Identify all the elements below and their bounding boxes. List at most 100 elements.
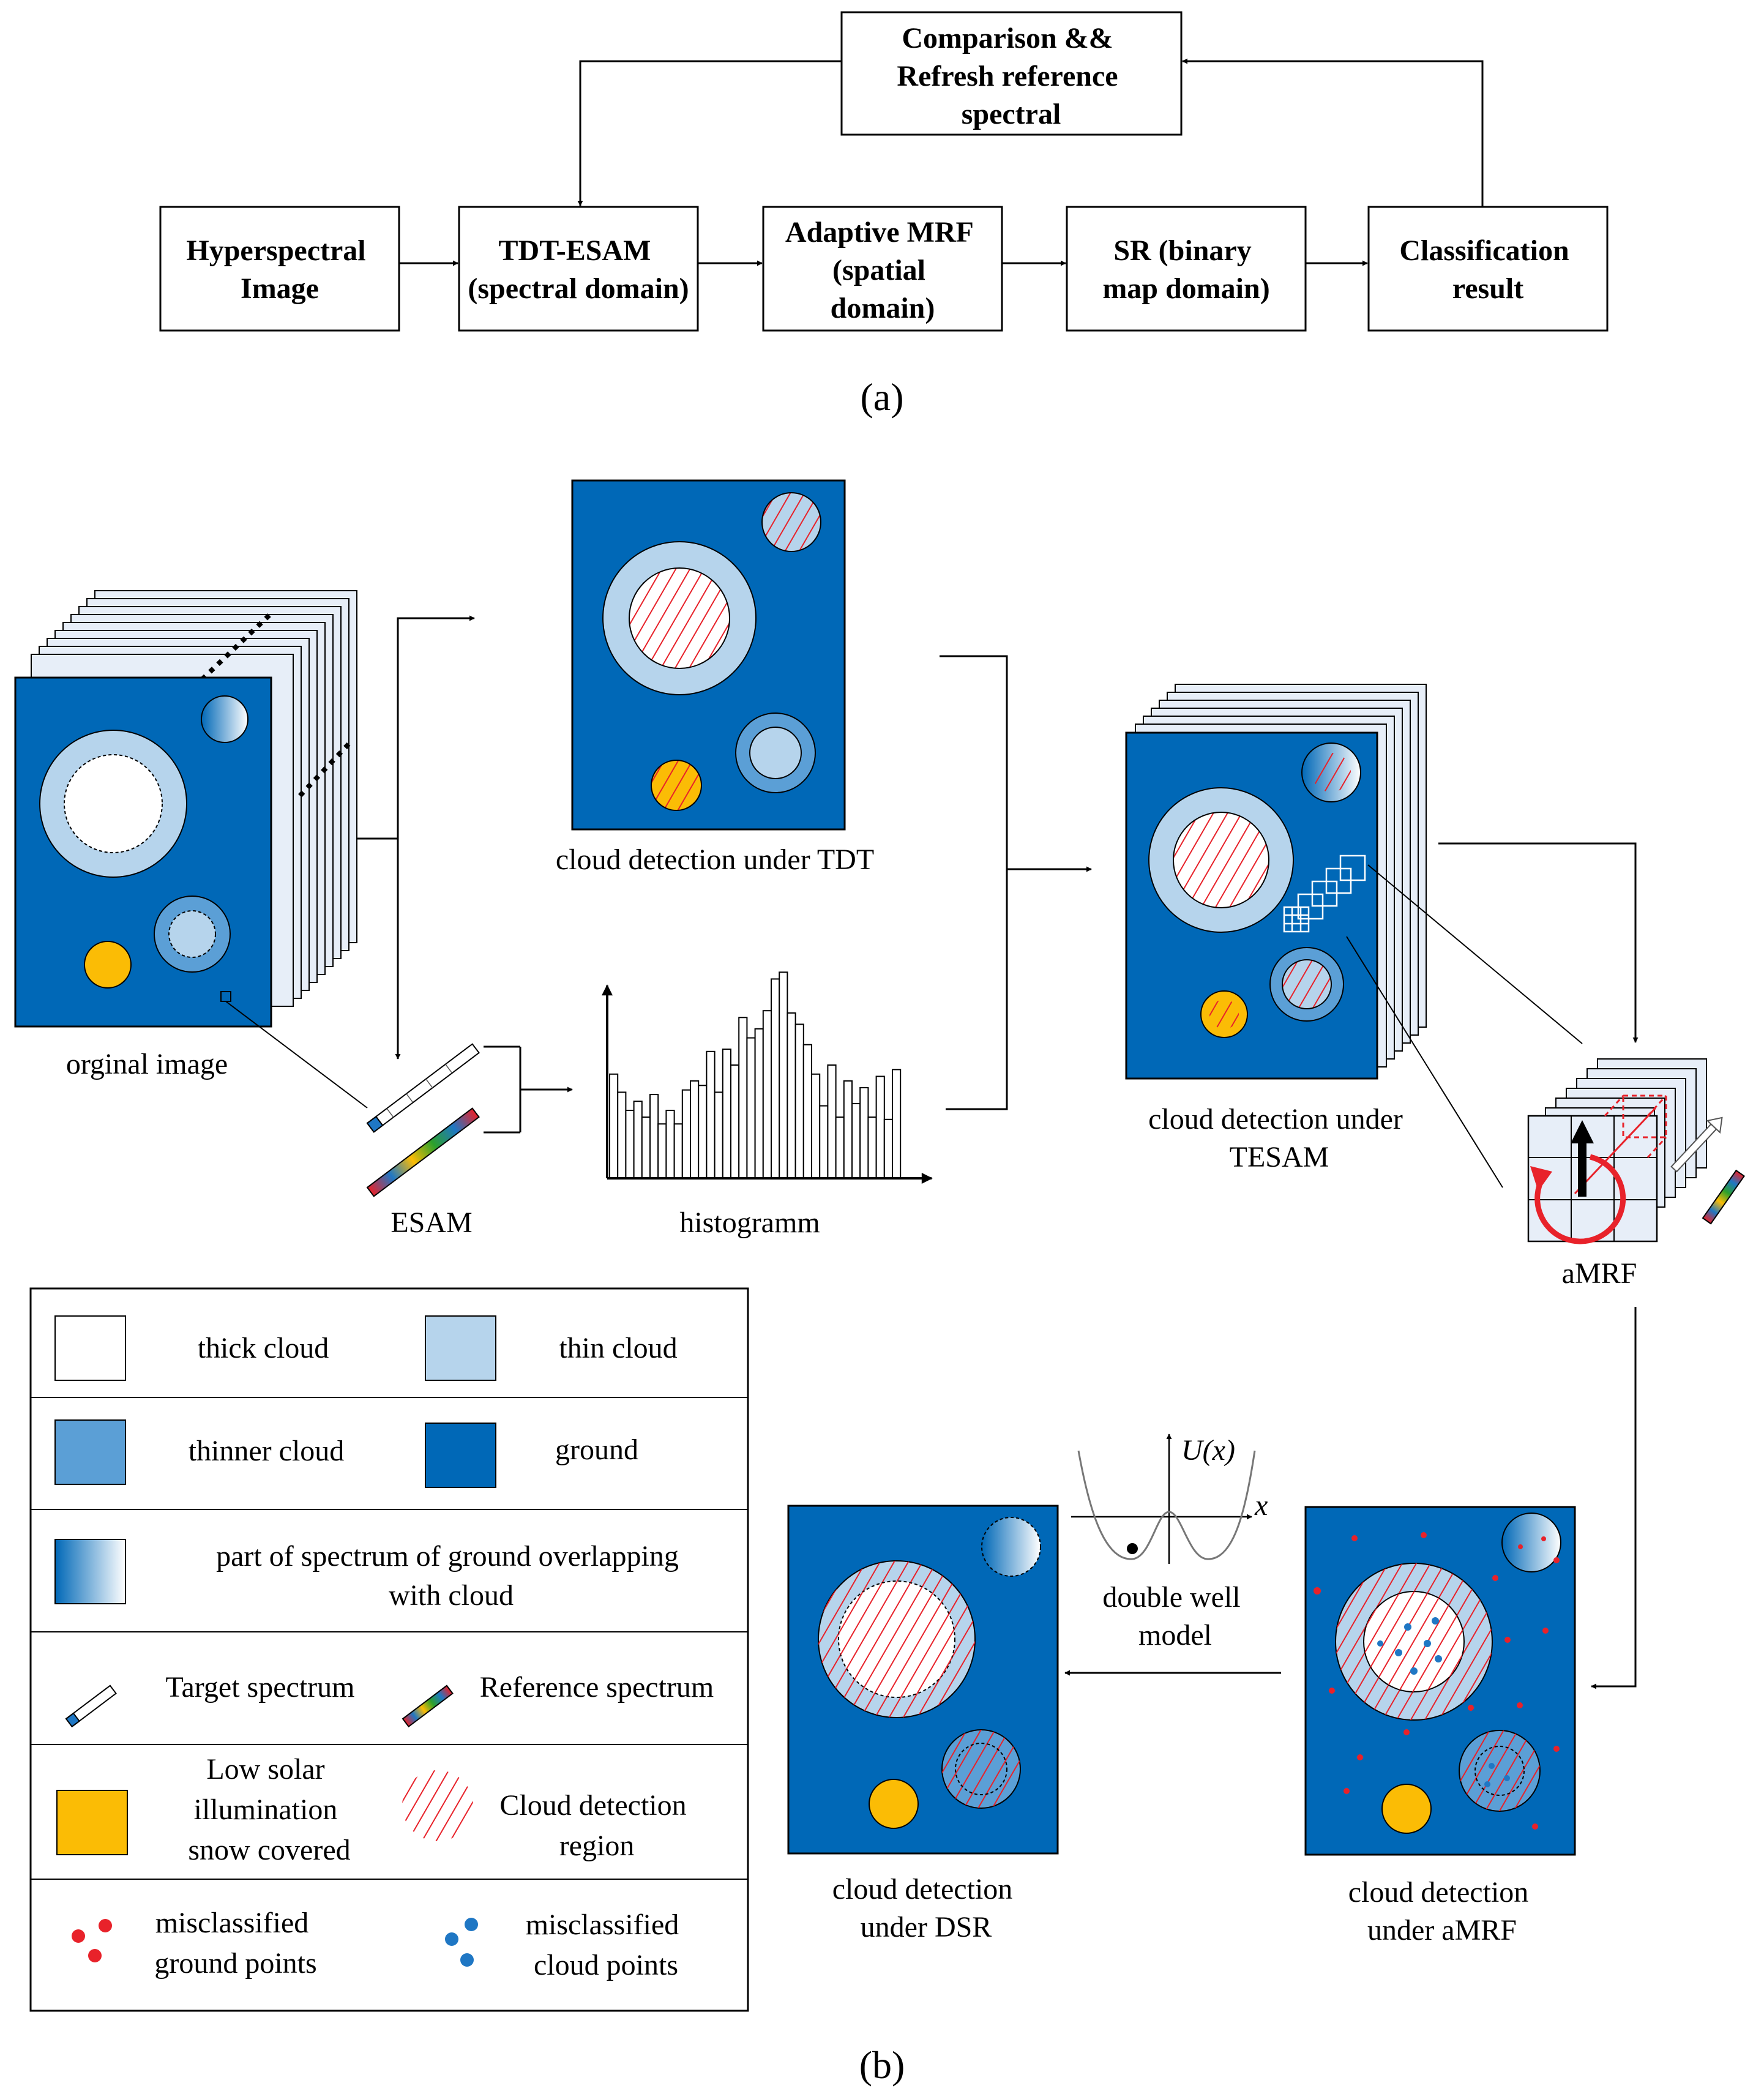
svg-text:Reference spectrum: Reference spectrum xyxy=(480,1671,714,1703)
histogram-bar xyxy=(649,1094,659,1179)
histogram-bar xyxy=(819,1105,829,1179)
panel-b: orginal image cloud detection under TDT xyxy=(14,479,1745,2087)
double-well-plot: U(x) x xyxy=(1071,1434,1268,1564)
histogram-bar xyxy=(843,1080,853,1180)
svg-text:SR (binary map domain): SR (binary map domain) xyxy=(1102,234,1269,305)
histogram-bar xyxy=(867,1116,877,1179)
merge-arrows xyxy=(940,655,1092,1110)
double-well-curve xyxy=(1077,1450,1256,1560)
histogram-bar xyxy=(617,1091,627,1180)
esam-label: ESAM xyxy=(391,1206,472,1239)
histogram-bar xyxy=(698,1085,708,1180)
step-hyperspectral: Hyperspectral Image xyxy=(159,206,400,332)
histogram-bar xyxy=(802,1044,813,1179)
legend-thick-cloud: thick cloud xyxy=(54,1315,329,1381)
histogram-bar xyxy=(851,1102,861,1180)
legend-thinner-cloud: thinner cloud xyxy=(54,1419,345,1485)
svg-text:thinner cloud: thinner cloud xyxy=(189,1435,345,1467)
svg-text:misclassified ground: misclassified ground points xyxy=(154,1907,316,1980)
double-well-axis-x: x xyxy=(1254,1489,1268,1522)
esam-spectra xyxy=(366,1043,573,1197)
svg-text:Classification result: Classification result xyxy=(1399,234,1576,305)
histogram-bar xyxy=(762,1010,772,1179)
panel-a-caption: (a) xyxy=(860,375,903,419)
legend: thick cloud thin cloud thinner cloud gro… xyxy=(29,1287,749,2012)
histogram-bar xyxy=(746,1037,756,1179)
amrf-result xyxy=(1304,1506,1576,1856)
histogram-bar xyxy=(673,1123,683,1179)
feedback-box-text: Comparison && Refresh reference spectral xyxy=(897,22,1125,130)
feedback-box xyxy=(840,11,1183,136)
svg-text:thin cloud: thin cloud xyxy=(559,1332,677,1364)
legend-target-spectrum: Target spectrum xyxy=(65,1671,355,1728)
amrf-cube xyxy=(1527,1058,1745,1244)
histogram-bar xyxy=(827,1064,837,1179)
legend-snow: Low solar illumination snow covered xyxy=(56,1753,351,1866)
target-spectrum-bar xyxy=(366,1043,480,1133)
panel-b-caption: (b) xyxy=(859,2043,905,2087)
histogram-bars xyxy=(609,971,902,1180)
amrf-to-result-arrow xyxy=(1591,1307,1637,1689)
histogram-bar xyxy=(771,978,780,1180)
histogram-bar xyxy=(779,971,788,1180)
tesam-to-amrf-arrow xyxy=(1438,842,1639,1043)
svg-text:Adaptive MRF (spatial: Adaptive MRF (spatial domain) xyxy=(785,216,980,324)
amrf-result-label: cloud detection under aMRF xyxy=(1348,1876,1536,1946)
thick-cloud xyxy=(64,754,163,853)
pixel-cube-stack xyxy=(1283,854,1366,933)
tdt-label: cloud detection under TDT xyxy=(556,843,874,876)
misclassified-ground-points xyxy=(1314,1532,1560,1830)
histogram-bar xyxy=(794,1023,804,1180)
legend-overlap: part of spectrum of ground overlapping w… xyxy=(54,1539,686,1612)
histogram-bar xyxy=(892,1069,902,1180)
panel-a: Comparison && Refresh reference spectral… xyxy=(159,11,1609,419)
rotation-arrow-icon xyxy=(1534,1154,1626,1244)
tdt-result xyxy=(571,479,846,831)
legend-ground: ground xyxy=(425,1423,638,1488)
step-classification: Classification result xyxy=(1367,206,1609,332)
original-branch-arrows xyxy=(357,615,475,1060)
legend-reference-spectrum: Reference spectrum xyxy=(402,1671,714,1728)
svg-text:Hyperspectral Image: Hyperspectral Image xyxy=(186,234,373,305)
histogram-bar xyxy=(657,1123,667,1179)
histogram-bar xyxy=(633,1101,643,1179)
svg-text:Low solar illuminati: Low solar illumination snow covered xyxy=(188,1753,350,1866)
svg-text:ground: ground xyxy=(555,1434,638,1466)
legend-misclassified-ground: misclassified ground points xyxy=(72,1907,317,1980)
amrf-label: aMRF xyxy=(1562,1257,1637,1290)
dsr-result xyxy=(787,1505,1059,1855)
histogram-bar xyxy=(730,1064,740,1179)
histogram-bar xyxy=(714,1091,723,1180)
original-image-label: orginal image xyxy=(66,1048,228,1080)
histogram-bar xyxy=(690,1080,700,1180)
histogram-bar xyxy=(625,1110,635,1179)
svg-text:part of spectrum of ground ove: part of spectrum of ground overlapping w… xyxy=(216,1540,686,1612)
snow-patch xyxy=(84,941,132,989)
histogram-bar xyxy=(859,1087,869,1179)
svg-text:Cloud detection regi: Cloud detection region xyxy=(499,1789,693,1862)
histogram-bar xyxy=(835,1116,845,1179)
double-well-axis-y: U(x) xyxy=(1181,1434,1235,1467)
histogram-bar xyxy=(722,1049,732,1179)
histogram-bar xyxy=(609,1073,619,1180)
histogram xyxy=(602,971,933,1184)
misclassified-cloud-points xyxy=(1377,1617,1510,1787)
svg-text:TDT-ESAM (spectral dom: TDT-ESAM (spectral domain) xyxy=(468,234,689,305)
histogram-bar xyxy=(811,1073,821,1180)
histogram-label: histogramm xyxy=(679,1206,820,1239)
histogram-bar xyxy=(875,1075,885,1179)
reference-spectrum-bar xyxy=(366,1107,480,1197)
legend-detection-region: Cloud detection region xyxy=(402,1770,693,1862)
tesam-label: cloud detection under TESAM xyxy=(1148,1103,1410,1173)
svg-text:thick cloud: thick cloud xyxy=(198,1332,329,1364)
tesam-stack xyxy=(1125,684,1583,1188)
histogram-bar xyxy=(883,1118,894,1180)
original-image-stack xyxy=(14,590,368,1109)
histogram-bar xyxy=(681,1089,692,1179)
legend-misclassified-cloud: misclassified cloud points xyxy=(445,1909,679,1981)
svg-text:Target spectrum: Target spectrum xyxy=(166,1671,355,1703)
histogram-bar xyxy=(738,1017,748,1180)
panel-a-arrows xyxy=(399,58,1484,266)
histogram-bar xyxy=(665,1110,675,1179)
step-tdt-esam: TDT-ESAM (spectral domain) xyxy=(458,206,699,332)
